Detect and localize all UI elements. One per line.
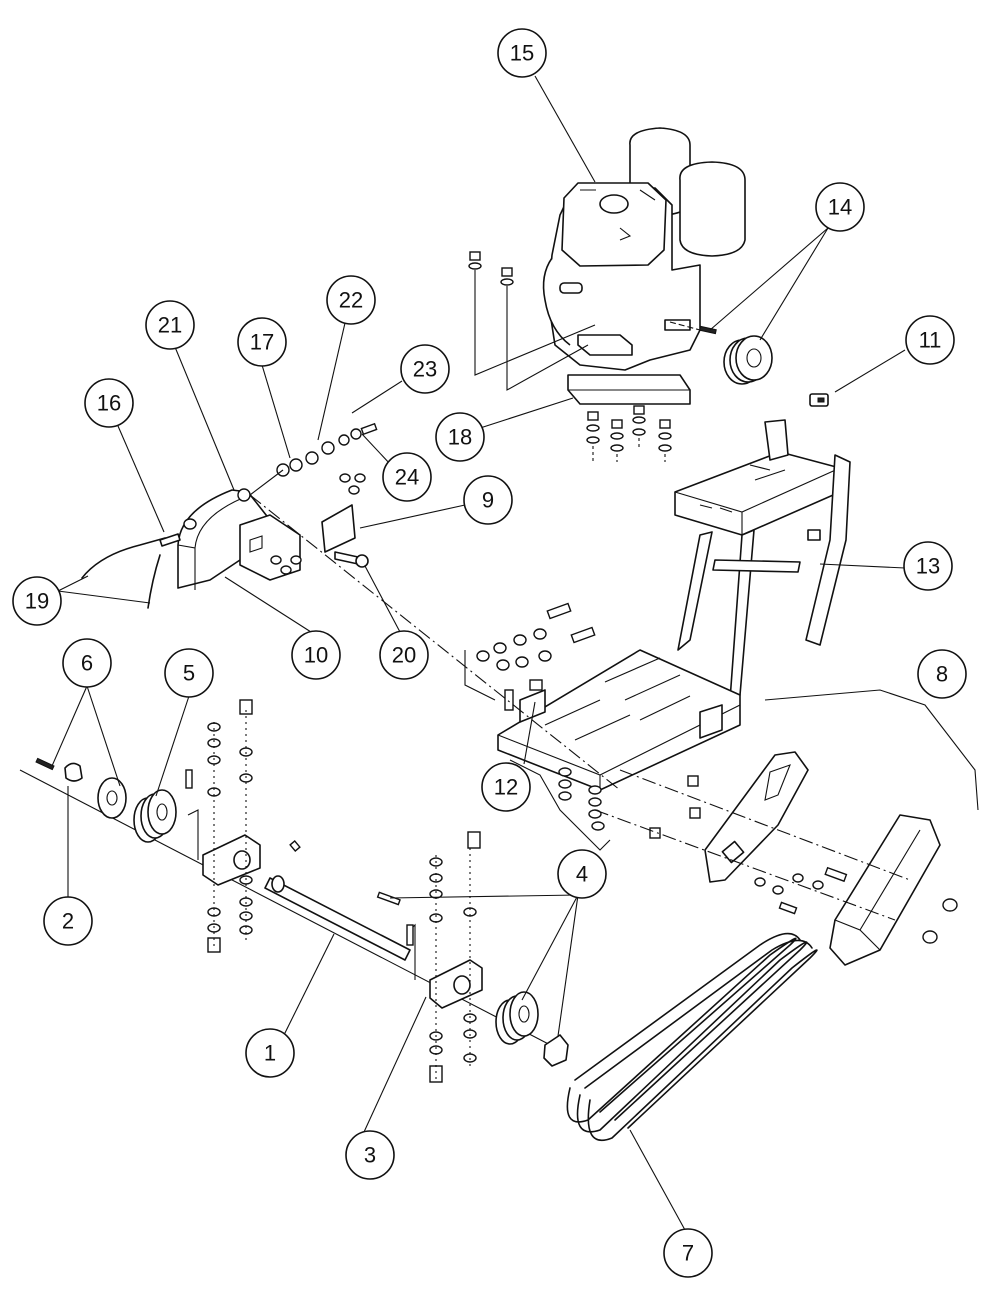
callout-label: 13 — [916, 554, 940, 579]
callout-16: 16 — [84, 378, 134, 428]
callout-15: 15 — [497, 28, 547, 78]
callout-14: 14 — [815, 182, 865, 232]
callout-6: 6 — [62, 638, 112, 688]
callout-label: 11 — [919, 328, 942, 353]
callout-label: 5 — [183, 661, 195, 686]
engine-pulley — [669, 321, 773, 385]
base-plate — [464, 602, 741, 851]
callout-label: 16 — [97, 391, 121, 416]
engine-assembly — [468, 127, 746, 462]
callout-label: 21 — [158, 313, 182, 338]
callout-24: 24 — [382, 452, 432, 502]
callout-1: 1 — [245, 1028, 295, 1078]
callout-label: 10 — [304, 643, 328, 668]
callout-label: 6 — [81, 651, 93, 676]
callout-label: 9 — [482, 488, 494, 513]
callout-12: 12 — [481, 762, 531, 812]
callout-label: 12 — [494, 775, 518, 800]
callout-label: 22 — [339, 288, 363, 313]
callout-8: 8 — [917, 649, 967, 699]
callout-label: 24 — [395, 465, 419, 490]
small-key-part — [809, 393, 829, 407]
callout-11: 11 — [905, 315, 955, 365]
v-belts — [566, 932, 818, 1142]
callout-3: 3 — [345, 1130, 395, 1180]
callout-label: 2 — [62, 909, 74, 934]
callout-label: 3 — [364, 1143, 376, 1168]
callout-13: 13 — [903, 541, 953, 591]
callout-label: 8 — [936, 662, 948, 687]
callout-9: 9 — [463, 475, 513, 525]
callout-4: 4 — [557, 849, 607, 899]
callout-label: 19 — [25, 589, 49, 614]
callout-18: 18 — [435, 412, 485, 462]
callout-20: 20 — [379, 630, 429, 680]
callout-label: 18 — [448, 425, 472, 450]
callout-5: 5 — [164, 648, 214, 698]
blade-shaft-assembly — [19, 699, 569, 1083]
callout-label: 4 — [576, 862, 588, 887]
callout-label: 1 — [264, 1041, 276, 1066]
callout-label: 7 — [682, 1241, 694, 1266]
callout-label: 23 — [413, 357, 437, 382]
belt-guard — [594, 689, 979, 966]
callout-label: 14 — [828, 195, 852, 220]
callout-17: 17 — [237, 317, 287, 367]
callout-23: 23 — [400, 344, 450, 394]
callout-label: 17 — [250, 330, 274, 355]
callout-22: 22 — [326, 275, 376, 325]
callout-19: 19 — [12, 576, 62, 626]
callout-10: 10 — [291, 630, 341, 680]
callout-2: 2 — [43, 896, 93, 946]
blade-guard — [177, 473, 621, 791]
callout-7: 7 — [663, 1228, 713, 1278]
callout-label: 15 — [510, 41, 534, 66]
leader-lines — [51, 75, 906, 1231]
handle-frame — [674, 419, 851, 701]
callout-label: 20 — [392, 643, 416, 668]
throttle-cable — [81, 422, 378, 609]
callout-21: 21 — [145, 300, 195, 350]
